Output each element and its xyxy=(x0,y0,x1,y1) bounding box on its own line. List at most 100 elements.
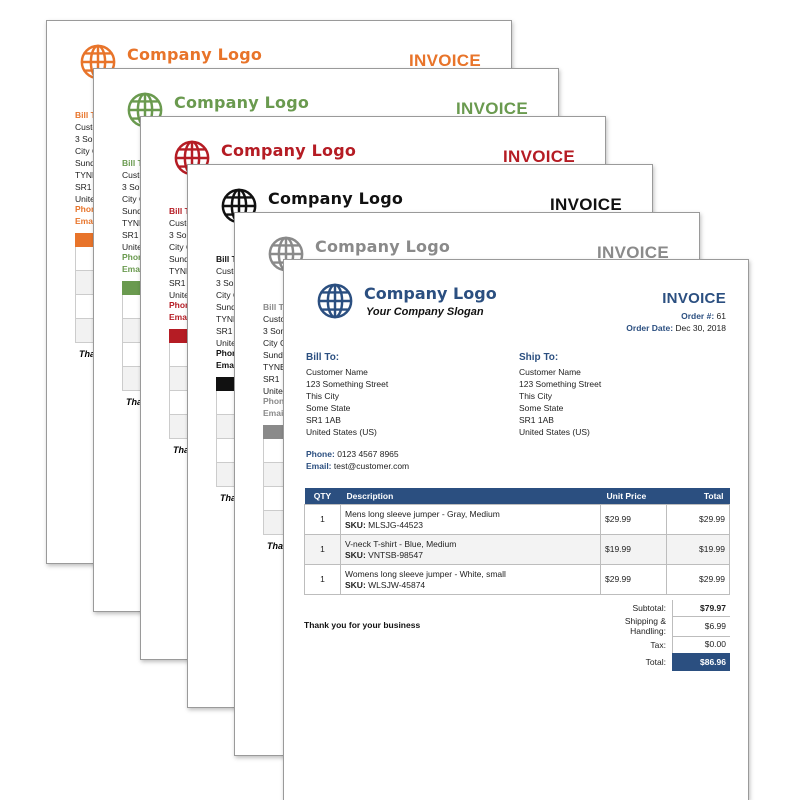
subtotal-value: $79.97 xyxy=(672,599,730,617)
tax-row: Tax: $0.00 xyxy=(584,635,730,654)
grand-total-value: $86.96 xyxy=(672,653,730,671)
company-logo-text: Company Logo xyxy=(221,141,357,160)
item-qty: 1 xyxy=(304,504,341,535)
ship-to-heading: Ship To: xyxy=(519,352,559,363)
bill-to-heading: Bill To: xyxy=(306,352,340,363)
address-line: SR1 xyxy=(122,230,139,240)
table-row xyxy=(169,391,193,415)
address-line: Custo xyxy=(216,266,239,276)
totals-block: Subtotal: $79.97 Shipping & Handling: $6… xyxy=(584,599,730,671)
address-line: 3 Som xyxy=(75,134,100,144)
subtotal-row: Subtotal: $79.97 xyxy=(584,599,730,617)
address-line: Sund xyxy=(263,350,283,360)
order-date-label: Order Date: xyxy=(626,323,674,333)
ship-to-postcode: SR1 1AB xyxy=(519,415,554,425)
phone-label: Phon xyxy=(169,300,191,310)
item-sku: MLSJG-44523 xyxy=(368,519,423,530)
shipping-value: $6.99 xyxy=(672,615,730,637)
phone-label: Phon xyxy=(263,396,285,406)
item-unit-price: $19.99 xyxy=(600,534,667,565)
address-line: Custo xyxy=(263,314,286,324)
invoice-sheet-blue: Company Logo Your Company Slogan INVOICE… xyxy=(283,259,749,800)
thank-you-note: Tha xyxy=(79,349,96,359)
address-line: Sund xyxy=(122,206,142,216)
email-label: Email xyxy=(169,312,192,322)
address-line: 3 Som xyxy=(216,278,241,288)
phone-label: Phon xyxy=(122,252,144,262)
item-total: $29.99 xyxy=(666,504,730,535)
company-logo-text: Company Logo xyxy=(174,93,310,112)
table-row xyxy=(122,295,146,319)
invoice-title: INVOICE xyxy=(502,147,575,166)
address-line: Unite xyxy=(122,242,142,252)
shipping-label-line2: Handling: xyxy=(630,626,666,636)
address-line: Sund xyxy=(75,158,95,168)
email-label: Email: xyxy=(306,461,332,471)
item-total: $19.99 xyxy=(666,534,730,565)
address-line: TYNE xyxy=(122,218,145,228)
contact-block: Phon Email xyxy=(75,203,98,227)
item-sku: VNTSB-98547 xyxy=(368,549,423,560)
bill-to-country: United States (US) xyxy=(306,427,377,437)
table-row xyxy=(122,343,146,367)
bill-to-block: Bill T Custo 3 Som City C Sund TYNE SR1 … xyxy=(263,301,288,397)
item-qty: 1 xyxy=(304,564,341,595)
bill-to-block: Bill T Custo 3 Som City C Sund TYNE SR1 … xyxy=(75,109,100,205)
thank-you-note: Tha xyxy=(126,397,143,407)
contact-block: Phon Email xyxy=(122,251,145,275)
contact-block: Phon Email xyxy=(263,395,286,419)
table-row: 1 V-neck T-shirt - Blue, Medium SKU: VNT… xyxy=(304,534,730,565)
item-total: $29.99 xyxy=(666,564,730,595)
bill-to-heading: Bill T xyxy=(75,110,96,120)
line-items-table: QTY Description Unit Price Total 1 Mens … xyxy=(304,488,730,595)
phone-value: 0123 4567 8965 xyxy=(337,449,399,459)
col-description: Description xyxy=(340,488,601,505)
email-label: Email xyxy=(216,360,239,370)
address-line: TYNE xyxy=(263,362,286,372)
company-slogan: Your Company Slogan xyxy=(366,306,484,318)
grand-total-label: Total: xyxy=(645,657,666,667)
invoice-title: INVOICE xyxy=(662,290,726,307)
email-label: Email xyxy=(263,408,286,418)
bill-to-block: Bill T Custo 3 Som City C Sund TYNE SR1 … xyxy=(216,253,241,349)
bill-to-heading: Bill T xyxy=(216,254,237,264)
item-description-cell: Womens long sleeve jumper - White, small… xyxy=(340,564,601,595)
shipping-row: Shipping & Handling: $6.99 xyxy=(584,615,730,637)
thank-you-note: Tha xyxy=(173,445,190,455)
address-line: City C xyxy=(75,146,99,156)
address-line: TYNE xyxy=(216,314,239,324)
address-line: 3 Som xyxy=(169,230,194,240)
bill-to-heading: Bill T xyxy=(263,302,284,312)
address-line: SR1 xyxy=(169,278,186,288)
address-line: City C xyxy=(169,242,193,252)
company-logo-text: Company Logo xyxy=(315,237,451,256)
address-line: Unite xyxy=(263,386,283,396)
address-line: City C xyxy=(263,338,287,348)
address-line: Unite xyxy=(216,338,236,348)
invoice-title: INVOICE xyxy=(455,99,528,118)
item-unit-price: $29.99 xyxy=(600,564,667,595)
item-description: V-neck T-shirt - Blue, Medium xyxy=(345,538,457,549)
shipping-label-line1: Shipping & xyxy=(624,616,666,626)
thank-you-note: Tha xyxy=(220,493,237,503)
order-info: Order #: 61 Order Date: Dec 30, 2018 xyxy=(626,310,726,334)
table-row: 1 Mens long sleeve jumper - Gray, Medium… xyxy=(304,504,730,535)
table-row xyxy=(263,487,287,511)
bill-to-block: Bill T Custo 3 Som City C Sund TYNE SR1 … xyxy=(122,157,147,253)
contact-block: Phone: 0123 4567 8965 Email: test@custom… xyxy=(306,448,409,472)
bill-to-block: Bill T Custo 3 Som City C Sund TYNE SR1 … xyxy=(169,205,194,301)
col-unit-price: Unit Price xyxy=(600,488,667,505)
table-row xyxy=(216,391,240,415)
phone-label: Phon xyxy=(216,348,238,358)
address-line: Unite xyxy=(75,194,95,204)
bill-to-postcode: SR1 1AB xyxy=(306,415,341,425)
sku-label: SKU: xyxy=(345,519,366,530)
tax-label: Tax: xyxy=(650,639,666,650)
address-line: Unite xyxy=(169,290,189,300)
address-line: TYNE xyxy=(75,170,98,180)
table-row xyxy=(169,343,193,367)
contact-block: Phon Email xyxy=(216,347,239,371)
bill-to-heading: Bill T xyxy=(122,158,143,168)
phone-label: Phone: xyxy=(306,449,335,459)
ship-to-country: United States (US) xyxy=(519,427,590,437)
